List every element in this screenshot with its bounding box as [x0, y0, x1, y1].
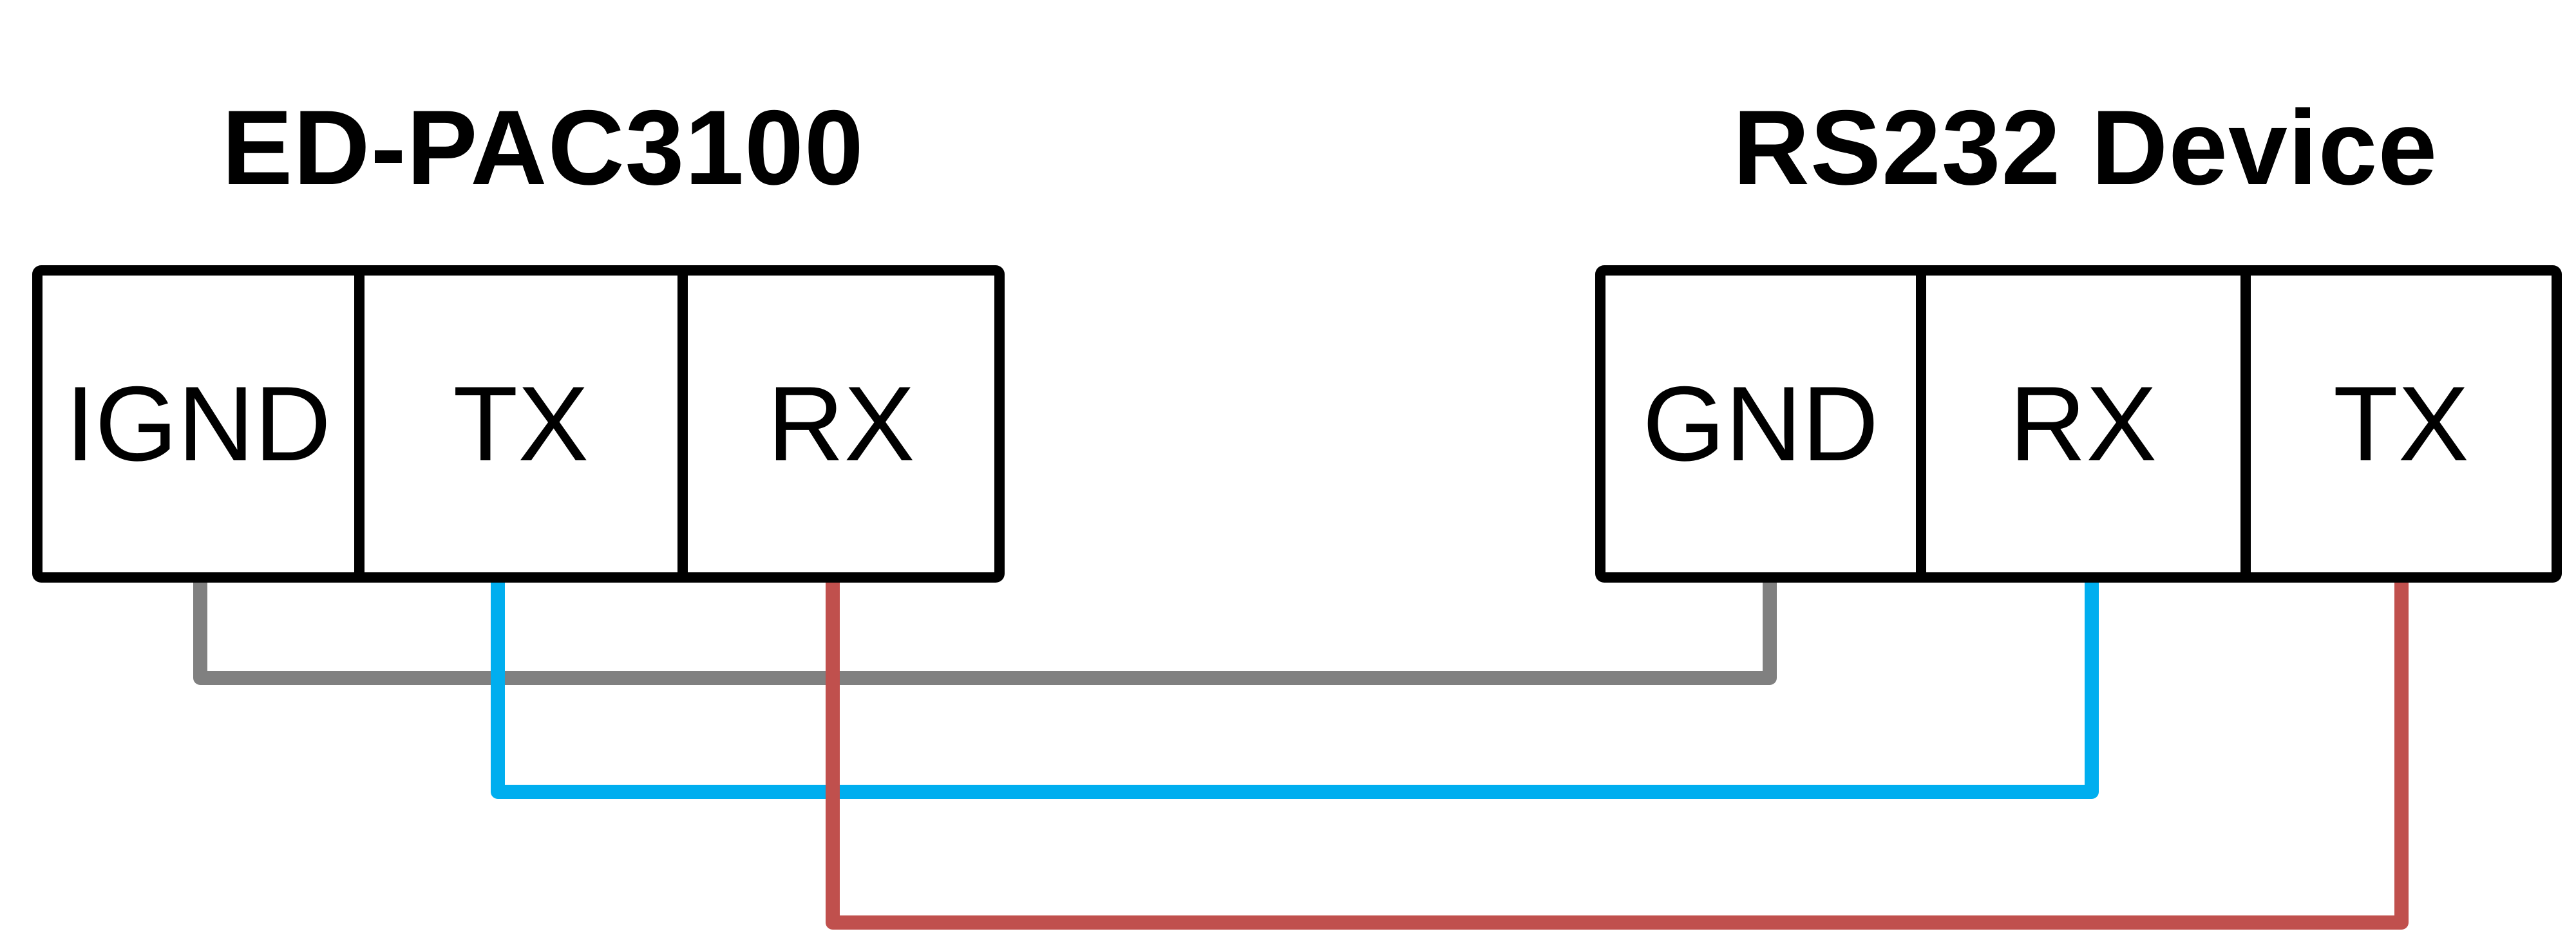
left-pin-cell-rx: RX	[677, 276, 994, 572]
left-pin-cell-ignd: IGND	[43, 276, 354, 572]
left-pin-cell-tx: TX	[354, 276, 677, 572]
right-pin-cell-gnd: GND	[1605, 276, 1916, 572]
right-pin-label-rx: RX	[2009, 364, 2157, 483]
right-pin-cell-rx: RX	[1915, 276, 2240, 572]
tx-to-rx-wire	[491, 568, 2099, 799]
left-pin-label-rx: RX	[767, 364, 915, 483]
right-pin-label-gnd: GND	[1642, 364, 1879, 483]
left-device-terminal-block: IGND TX RX	[32, 265, 1005, 583]
right-pin-label-tx: TX	[2333, 364, 2469, 483]
left-device-title: ED-PAC3100	[222, 88, 864, 207]
left-pin-label-ignd: IGND	[65, 364, 332, 483]
right-pin-cell-tx: TX	[2240, 276, 2552, 572]
right-device-terminal-block: GND RX TX	[1595, 265, 2562, 583]
ground-wire	[193, 568, 1777, 685]
right-device-title: RS232 Device	[1732, 88, 2438, 207]
rx-to-tx-wire	[826, 568, 2409, 930]
left-pin-label-tx: TX	[453, 364, 589, 483]
